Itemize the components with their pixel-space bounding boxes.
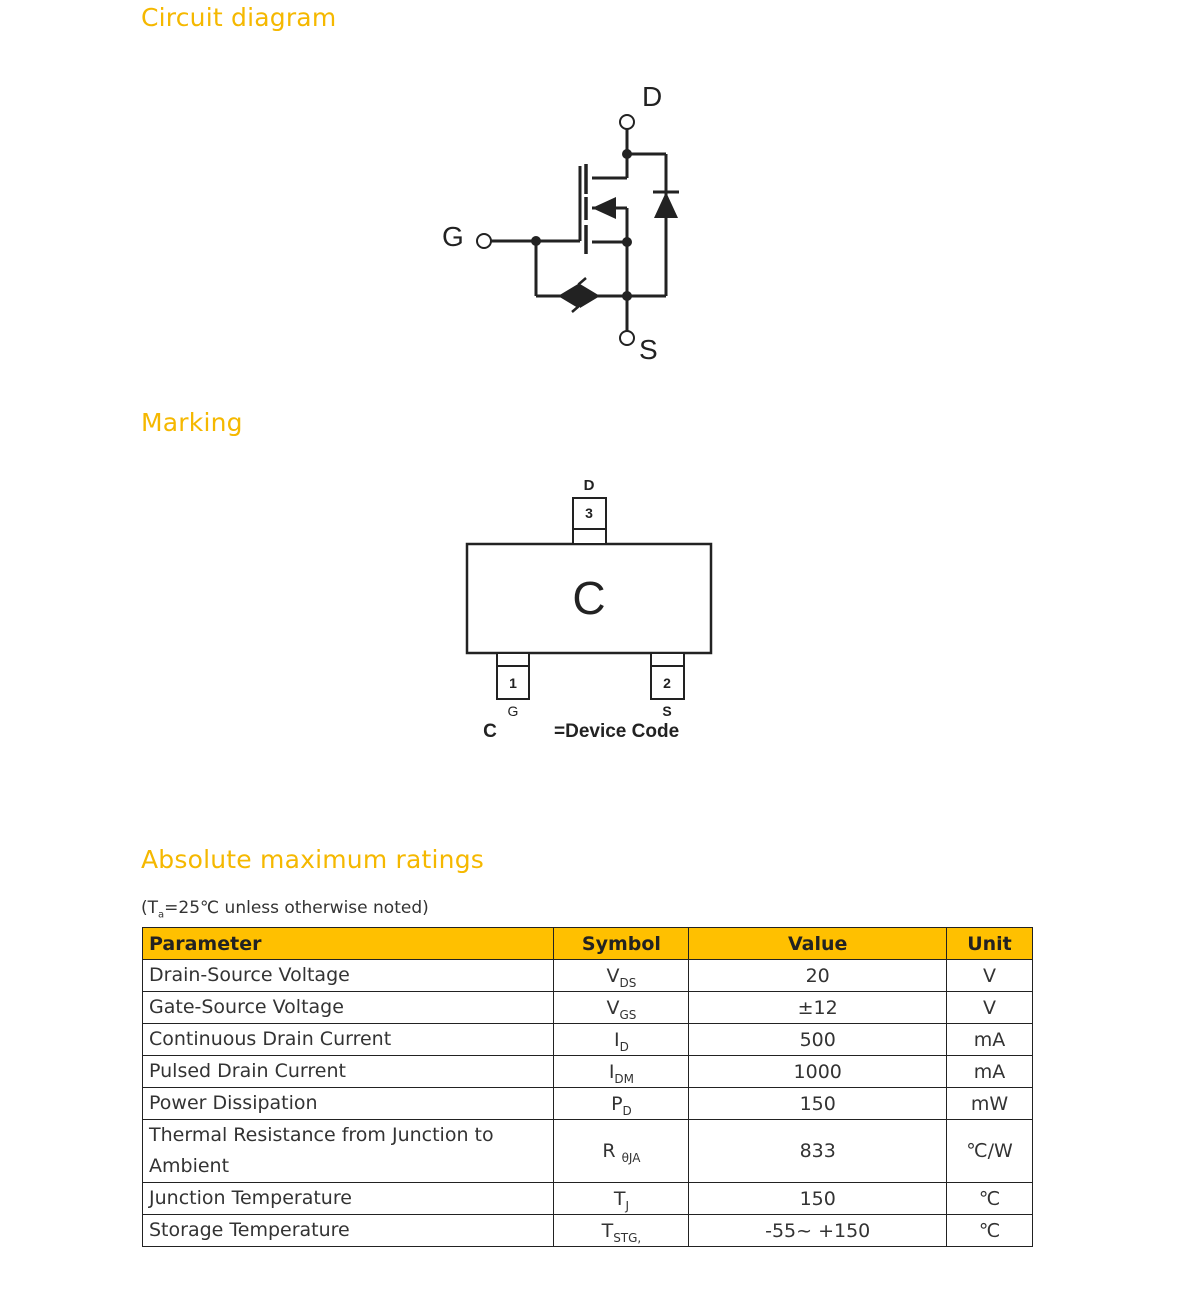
cell-value: 833: [688, 1119, 948, 1183]
header-value: Value: [688, 927, 948, 960]
header-parameter: Parameter: [141, 927, 555, 960]
cell-unit: mA: [946, 1023, 1033, 1056]
cell-unit: V: [946, 959, 1033, 992]
table-header-row: Parameter Symbol Value Unit: [141, 927, 1033, 960]
header-unit: Unit: [946, 927, 1033, 960]
conditions-prefix: (T: [141, 898, 159, 918]
cell-value: ±12: [688, 991, 948, 1024]
symbol-main: V: [606, 964, 620, 987]
cell-parameter: Continuous Drain Current: [141, 1023, 555, 1056]
cell-parameter: Pulsed Drain Current: [141, 1055, 555, 1088]
gate-label: G: [442, 221, 464, 252]
cell-symbol: VGS: [553, 991, 690, 1024]
cell-unit: ℃/W: [946, 1119, 1033, 1183]
mosfet-circuit-diagram: D G S: [442, 81, 679, 365]
cell-symbol: TSTG,: [553, 1214, 690, 1247]
symbol-subscript: DS: [619, 975, 637, 990]
cell-parameter: Junction Temperature: [141, 1182, 555, 1215]
symbol-subscript: GS: [619, 1007, 637, 1022]
pin-left-name: G: [508, 703, 519, 719]
cell-symbol: VDS: [553, 959, 690, 992]
pin-left-number: 1: [509, 675, 517, 691]
absolute-maximum-ratings-heading: Absolute maximum ratings: [141, 845, 485, 874]
source-label: S: [639, 334, 658, 365]
header-symbol: Symbol: [553, 927, 690, 960]
cell-unit: mW: [946, 1087, 1033, 1120]
cell-symbol: PD: [553, 1087, 690, 1120]
cell-value: 150: [688, 1087, 948, 1120]
symbol-subscript: D: [622, 1103, 632, 1118]
symbol-main: R: [602, 1140, 622, 1162]
symbol-main: P: [611, 1092, 623, 1115]
cell-parameter: Power Dissipation: [141, 1087, 555, 1120]
conditions-suffix: =25℃ unless otherwise noted): [164, 898, 429, 918]
pin-right-name: S: [662, 703, 671, 719]
symbol-main: T: [613, 1187, 626, 1210]
cell-unit: ℃: [946, 1182, 1033, 1215]
symbol-main: V: [606, 996, 620, 1019]
cell-value: 1000: [688, 1055, 948, 1088]
symbol-subscript: J: [625, 1198, 629, 1213]
cell-value: 20: [688, 959, 948, 992]
legend-text: =Device Code: [554, 721, 679, 742]
pin-right-number: 2: [663, 675, 671, 691]
cell-value: 500: [688, 1023, 948, 1056]
cell-parameter: Storage Temperature: [141, 1214, 555, 1247]
legend-code: C: [483, 721, 497, 742]
cell-symbol: TJ: [553, 1182, 690, 1215]
symbol-subscript: D: [619, 1039, 629, 1054]
table-row: Thermal Resistance from Junction to Ambi…: [141, 1119, 1033, 1183]
symbol-main: I: [608, 1060, 615, 1083]
pin-top-number: 3: [585, 505, 593, 521]
cell-parameter: Thermal Resistance from Junction to Ambi…: [141, 1119, 555, 1183]
symbol-main: I: [613, 1028, 620, 1051]
cell-value: 150: [688, 1182, 948, 1215]
cell-parameter: Gate-Source Voltage: [141, 991, 555, 1024]
cell-unit: mA: [946, 1055, 1033, 1088]
device-code-letter: C: [572, 572, 605, 624]
marking-heading: Marking: [141, 408, 243, 437]
conditions-sub: a: [158, 909, 165, 921]
cell-unit: V: [946, 991, 1033, 1024]
cell-unit: ℃: [946, 1214, 1033, 1247]
cell-symbol: R θJA: [553, 1119, 690, 1183]
drain-label: D: [642, 81, 662, 112]
symbol-main: T: [601, 1219, 614, 1242]
cell-value: -55~ +150: [688, 1214, 948, 1247]
conditions-note: (Ta=25℃ unless otherwise noted): [141, 898, 429, 920]
cell-symbol: ID: [553, 1023, 690, 1056]
symbol-subscript: DM: [614, 1071, 635, 1086]
pin-top-name: D: [584, 477, 595, 494]
cell-symbol: IDM: [553, 1055, 690, 1088]
ratings-table: Parameter Symbol Value Unit Drain-Source…: [141, 927, 1033, 1247]
cell-parameter: Drain-Source Voltage: [141, 959, 555, 992]
symbol-subscript: θJA: [621, 1151, 641, 1165]
symbol-subscript: STG,: [613, 1230, 642, 1245]
circuit-diagram-heading: Circuit diagram: [141, 3, 337, 32]
package-marking-diagram: D 3 1 G 2 S C C =Device Code: [465, 477, 713, 742]
